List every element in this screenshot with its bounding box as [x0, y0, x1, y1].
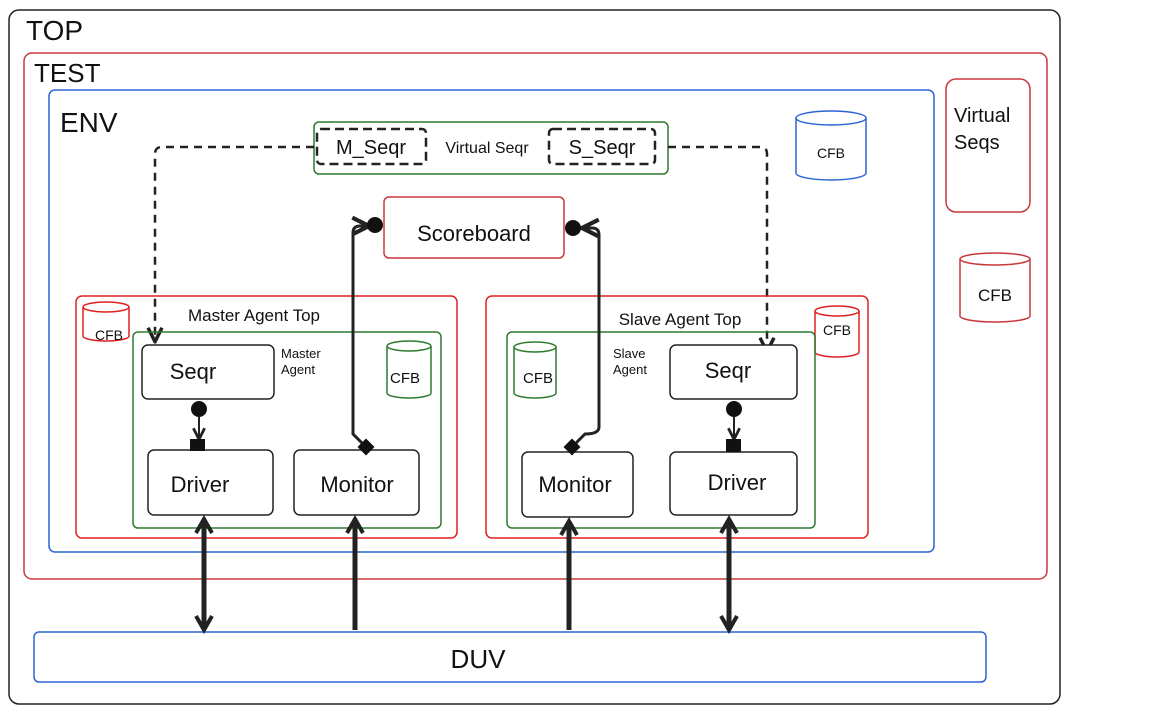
master-agent-cfb-label: CFB	[390, 370, 420, 387]
master-driver-label: Driver	[171, 472, 230, 497]
slave-top-cfb-label: CFB	[823, 322, 851, 338]
virtual-seqs-label-2: Seqs	[954, 132, 1000, 154]
scoreboard-label: Scoreboard	[417, 221, 531, 246]
master-seq-item-connection	[190, 401, 207, 451]
master-agent-box	[132, 331, 442, 529]
master-agent-label-1: Master	[281, 346, 321, 361]
master-analysis-export-icon	[367, 217, 383, 233]
master-top-cfb-label: CFB	[95, 327, 123, 343]
master-seqr-label: Seqr	[170, 359, 216, 384]
slave-agent-cfb-label: CFB	[523, 370, 553, 387]
s-seqr-label: S_Seqr	[569, 137, 636, 159]
test-cfb-cylinder: CFB	[959, 252, 1031, 323]
slave-driver-label: Driver	[708, 470, 767, 495]
virtual-seqs-label-1: Virtual	[954, 105, 1010, 127]
slave-monitor-label: Monitor	[538, 472, 611, 497]
duv-label: DUV	[451, 644, 507, 674]
slave-analysis-connector	[570, 228, 601, 449]
master-seqr-box	[141, 344, 275, 400]
slave-agent-top-box	[485, 295, 869, 539]
s-seqr-box	[547, 127, 657, 166]
slave-agent-label-2: Agent	[613, 362, 647, 377]
slave-analysis-port-icon	[563, 438, 581, 456]
slave-seq-item-connection	[726, 401, 742, 452]
duv-box	[33, 631, 987, 683]
test-cfb-label: CFB	[978, 286, 1012, 305]
s-seqr-dashed-connector	[668, 145, 767, 350]
slave-agent-label-1: Slave	[613, 346, 646, 361]
slave-seqr-box	[669, 344, 798, 400]
virtual-seqr-label: Virtual Seqr	[445, 140, 529, 157]
m-seqr-label: M_Seqr	[336, 137, 406, 159]
slave-agent-top-label: Slave Agent Top	[619, 310, 742, 329]
slave-seqr-label: Seqr	[705, 358, 751, 383]
slave-top-cfb-cylinder: CFB	[814, 305, 860, 358]
env-label: ENV	[60, 107, 118, 138]
master-agent-top-box	[75, 295, 458, 539]
master-monitor-label: Monitor	[320, 472, 393, 497]
slave-analysis-export-icon	[565, 220, 581, 236]
test-container	[23, 52, 1048, 580]
top-label: TOP	[26, 15, 83, 46]
env-container	[48, 89, 935, 553]
scoreboard-box	[383, 196, 565, 259]
slave-agent-box	[506, 331, 816, 529]
env-cfb-cylinder: CFB	[795, 110, 867, 181]
master-analysis-connector	[353, 226, 367, 449]
master-agent-top-label: Master Agent Top	[188, 306, 320, 325]
master-analysis-port-icon	[357, 438, 375, 456]
env-cfb-label: CFB	[817, 145, 845, 161]
m-seqr-dashed-connector	[155, 145, 314, 340]
master-agent-label-2: Agent	[281, 362, 315, 377]
master-agent-cfb-cylinder: CFB	[386, 340, 432, 399]
top-container	[8, 9, 1061, 705]
master-top-cfb-cylinder: CFB	[82, 301, 130, 343]
test-label: TEST	[34, 58, 101, 88]
slave-agent-cfb-cylinder: CFB	[513, 341, 557, 399]
virtual-seqs-box	[945, 78, 1031, 213]
m-seqr-box	[315, 127, 428, 166]
